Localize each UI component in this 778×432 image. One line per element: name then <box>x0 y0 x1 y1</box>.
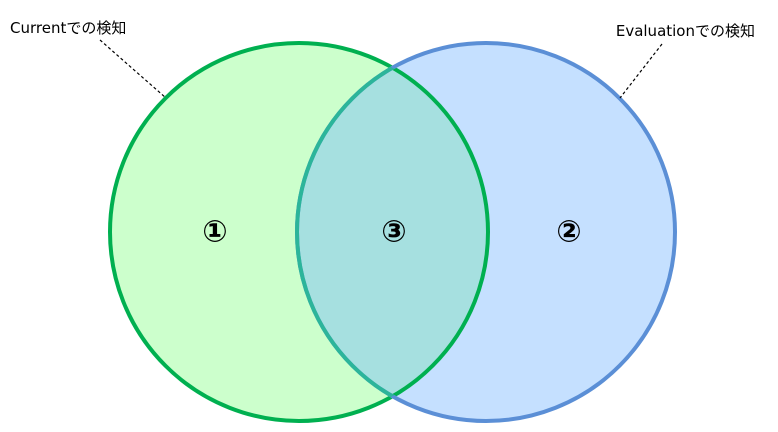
current-set-label: Currentでの検知 <box>10 19 126 37</box>
region-label-evaluation-only: ② <box>556 215 581 250</box>
region-label-both: ③ <box>381 215 406 250</box>
evaluation-set-label: Evaluationでの検知 <box>616 22 755 40</box>
current-callout-line <box>99 39 167 99</box>
region-label-current-only: ① <box>202 215 227 250</box>
intersection-outline <box>295 43 488 421</box>
current-circle-outline <box>108 41 490 423</box>
evaluation-callout-line <box>619 43 663 99</box>
